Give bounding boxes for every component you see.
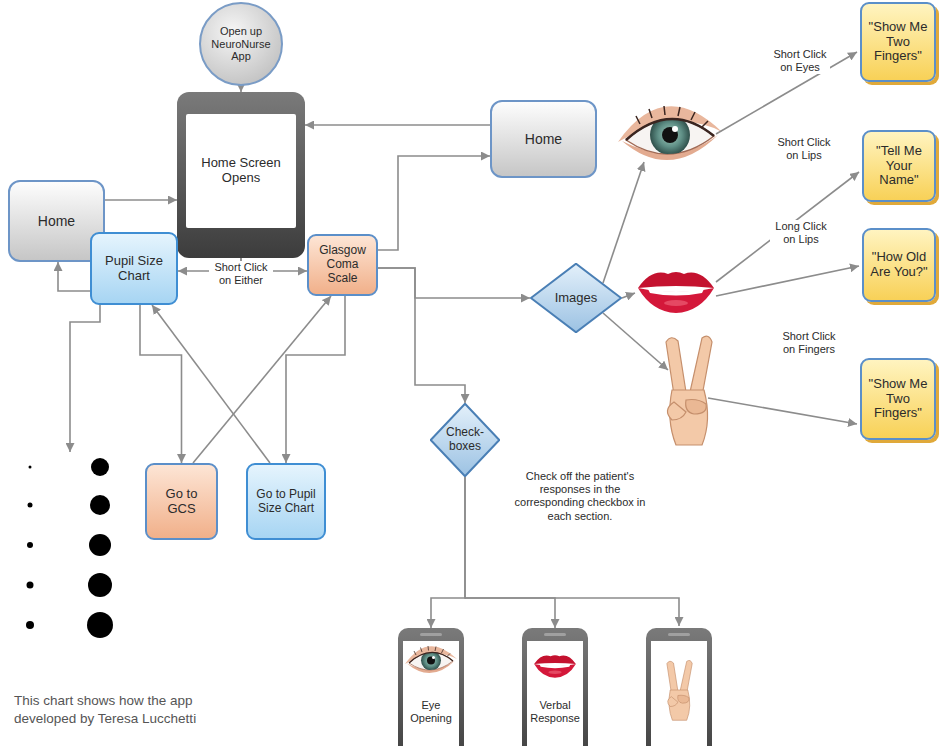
- process-box: Glasgow Coma Scale: [307, 234, 378, 296]
- phone-display: Home Screen Opens: [186, 114, 296, 228]
- node-content: "How Old Are You?": [868, 234, 930, 296]
- prompt-box: "Show Me Two Fingers": [860, 358, 936, 440]
- flow-connector: [152, 305, 270, 463]
- flow-connector: [378, 268, 530, 298]
- home-box: Home: [490, 100, 597, 178]
- process-box: Go to Pupil Size Chart: [246, 463, 326, 540]
- node-content: Check-boxes: [443, 418, 488, 462]
- node-text: Images: [555, 291, 598, 306]
- node-content: Pupil Size Chart: [96, 238, 172, 299]
- pupil-size-dots: [26, 458, 113, 638]
- node-text: "How Old Are You?": [868, 250, 930, 280]
- node-text: Verbal Response: [527, 699, 583, 724]
- decision-diamond: Check-boxes: [430, 403, 500, 477]
- prompt-box: "Show Me Two Fingers": [860, 2, 936, 82]
- annotation-label: Short Click on Eyes: [770, 48, 830, 74]
- annotation-label: Long Click on Lips: [770, 220, 832, 246]
- node-text: Go to Pupil Size Chart: [252, 488, 320, 516]
- node-content: Go to Pupil Size Chart: [252, 469, 320, 534]
- node-content: Go to GCS: [151, 469, 212, 534]
- prompt-box: "Tell Me Your Name": [862, 130, 936, 202]
- phone-screen: Home Screen Opens: [177, 92, 305, 258]
- phone-card: Eye Opening: [398, 628, 464, 746]
- node-text: "Show Me Two Fingers": [866, 20, 930, 65]
- lips-illustration: [638, 272, 714, 313]
- node-text: Go to GCS: [151, 487, 212, 517]
- phone-bodies: [398, 628, 712, 746]
- node-content: "Show Me Two Fingers": [866, 364, 930, 434]
- node-content: Images: [547, 277, 606, 319]
- annotation-label: Check off the patient's responses in the…: [512, 470, 648, 523]
- prompt-box: "How Old Are You?": [862, 228, 936, 302]
- flow-connector: [431, 477, 465, 628]
- node-text: Eye Opening: [403, 699, 459, 724]
- eye-illustration: [618, 106, 722, 160]
- annotation-label: Short Click on Either: [209, 261, 273, 287]
- node-content: Glasgow Coma Scale: [313, 240, 372, 290]
- hand-illustration: [666, 336, 712, 445]
- phone-card: Verbal Response: [522, 628, 588, 746]
- flow-connector: [305, 124, 490, 126]
- annotation-label: Short Click on Fingers: [778, 330, 840, 356]
- node-text: "Tell Me Your Name": [868, 144, 930, 189]
- node-text: Home: [38, 213, 75, 229]
- node-content: Home: [496, 106, 591, 172]
- flow-connector: [58, 262, 90, 291]
- flow-connector: [378, 268, 465, 403]
- node-text: Glasgow Coma Scale: [313, 244, 372, 285]
- flow-connector: [140, 305, 182, 463]
- node-content: Open up NeuroNurse App: [208, 18, 274, 70]
- node-content: "Show Me Two Fingers": [866, 8, 930, 76]
- node-text: Pupil Size Chart: [96, 254, 172, 284]
- node-text: "Show Me Two Fingers": [866, 377, 930, 422]
- decision-diamond: Images: [530, 263, 622, 333]
- node-content: Home: [14, 186, 99, 256]
- flow-connector: [105, 199, 177, 201]
- node-text: Home Screen Opens: [186, 156, 296, 186]
- flow-connector: [193, 296, 331, 463]
- figure-caption: This chart shows how the app developed b…: [14, 692, 214, 727]
- node-content: Eye Opening: [403, 684, 459, 740]
- node-text: Home: [525, 131, 562, 147]
- flow-connector: [378, 156, 490, 250]
- process-box: Pupil Size Chart: [90, 232, 178, 305]
- start-circle: Open up NeuroNurse App: [199, 2, 283, 86]
- node-text: Check-boxes: [443, 426, 488, 454]
- node-content: "Tell Me Your Name": [868, 136, 930, 196]
- node-content: Verbal Response: [527, 684, 583, 740]
- annotation-label: Short Click on Lips: [774, 136, 834, 162]
- flow-connector: [286, 296, 345, 463]
- node-text: Open up NeuroNurse App: [208, 25, 274, 63]
- process-box: Go to GCS: [145, 463, 218, 540]
